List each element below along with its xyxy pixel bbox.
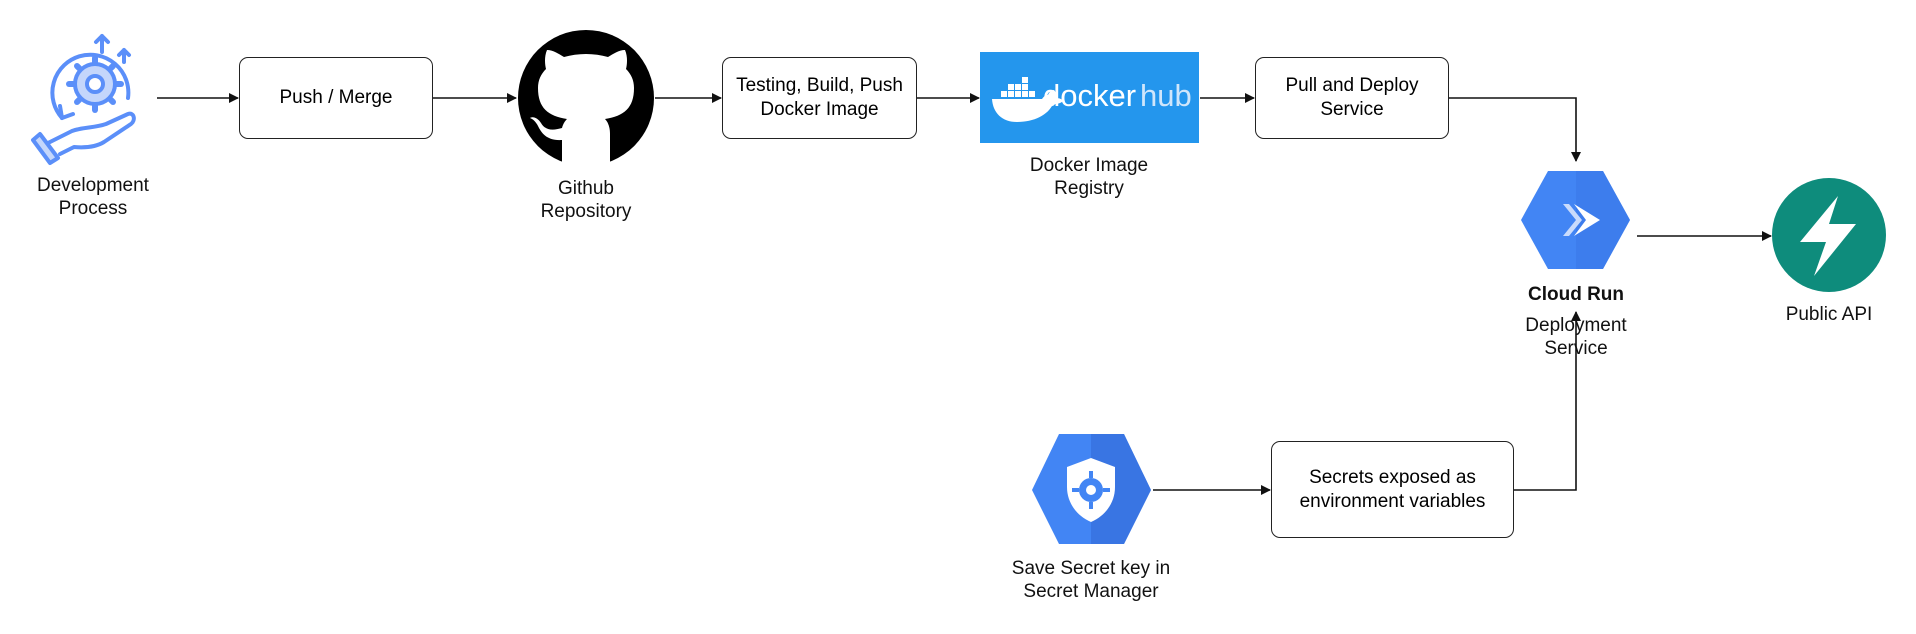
development-process-label: Development Process: [13, 174, 173, 220]
arrow-pull-to-cloudrun: [1449, 97, 1581, 162]
cloud-run-label: Cloud Run Deployment Service: [1486, 283, 1666, 360]
development-label-line-2: Process: [58, 198, 128, 219]
secrets-env-label-line-2: environment variables: [1299, 490, 1486, 512]
docker-registry-label: Docker Image Registry: [999, 154, 1179, 200]
cloud-run-title: Cloud Run: [1527, 284, 1625, 305]
public-api-label-line-1: Public API: [1785, 304, 1873, 325]
cloud-run-label-line-1: Deployment: [1525, 315, 1627, 336]
github-label-line-1: Github: [558, 178, 614, 199]
dockerhub-logo-word-hub: hub: [1140, 78, 1192, 113]
development-label-line-1: Development: [37, 175, 149, 196]
fastapi-icon: [1772, 178, 1886, 292]
secret-manager-icon: [1032, 434, 1151, 544]
secret-manager-label: Save Secret key in Secret Manager: [981, 557, 1201, 603]
dockerhub-logo-word-docker: docker: [1043, 78, 1137, 113]
public-api-label: Public API: [1749, 303, 1909, 326]
push-merge-box[interactable]: Push / Merge: [239, 57, 433, 139]
pull-deploy-box[interactable]: Pull and Deploy Service: [1255, 57, 1449, 139]
cloud-run-icon: [1521, 171, 1630, 269]
arrow-env-to-cloudrun: [1514, 311, 1581, 491]
secret-manager-label-line-2: Secret Manager: [1023, 581, 1159, 602]
cloud-run-label-line-2: Service: [1544, 338, 1608, 359]
dockerhub-logo-block: docker hub: [980, 52, 1199, 143]
docker-whale-icon: [992, 77, 1063, 122]
docker-label-line-1: Docker Image: [1029, 155, 1149, 176]
build-label-line-2: Docker Image: [760, 99, 879, 120]
secrets-env-label-line-1: Secrets exposed as: [1309, 466, 1476, 488]
dockerhub-logo: [980, 52, 1199, 143]
github-label-line-2: Repository: [540, 201, 632, 222]
pull-deploy-label-line-2: Service: [1320, 99, 1384, 120]
build-box[interactable]: Testing, Build, Push Docker Image: [722, 57, 917, 139]
secrets-env-box[interactable]: Secrets exposed as environment variables: [1271, 441, 1514, 538]
build-label-line-1: Testing, Build, Push: [736, 75, 903, 96]
development-process-icon: [31, 34, 136, 165]
github-repository-label: Github Repository: [506, 177, 666, 223]
secret-manager-label-line-1: Save Secret key in: [1011, 558, 1171, 579]
github-icon: [518, 30, 654, 167]
docker-label-line-2: Registry: [1054, 178, 1124, 199]
push-merge-label: Push / Merge: [279, 87, 393, 108]
pull-deploy-label-line-1: Pull and Deploy: [1285, 75, 1419, 96]
